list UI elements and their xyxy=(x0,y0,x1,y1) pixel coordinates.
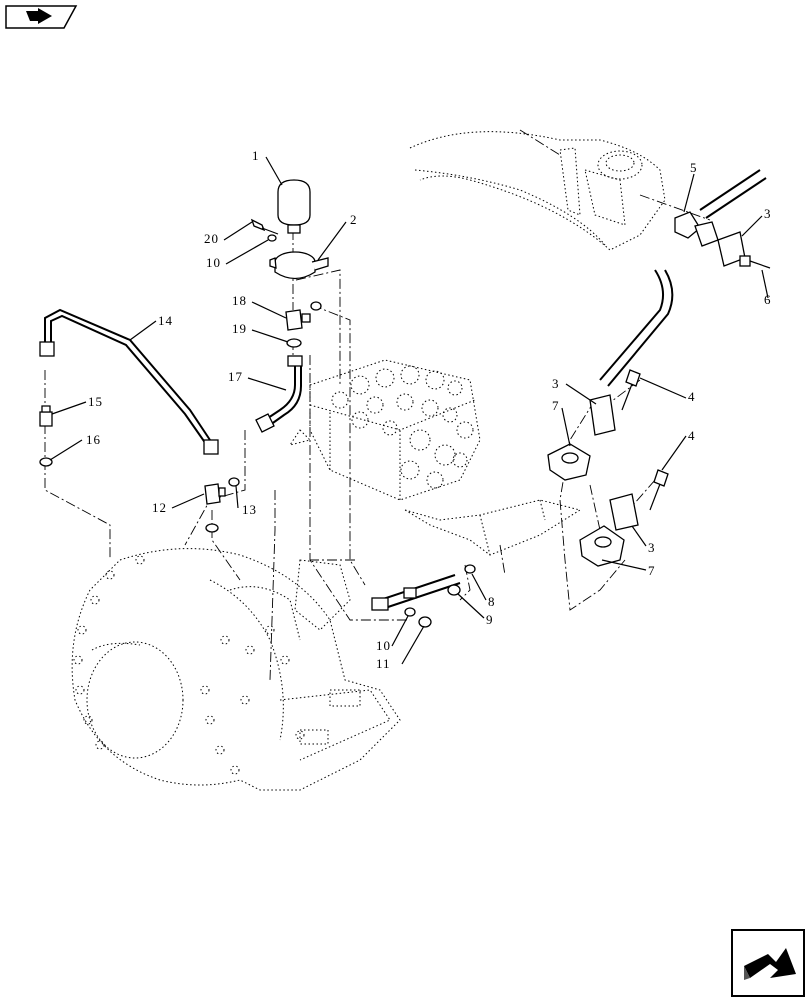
washer-10-upper[interactable] xyxy=(267,234,277,242)
callout-9: 9 xyxy=(486,612,494,627)
callout-17: 17 xyxy=(228,369,243,384)
bolt-4-lower[interactable] xyxy=(649,469,669,511)
o-ring-19[interactable] xyxy=(286,338,302,348)
elbow-fitting-12[interactable] xyxy=(204,483,226,533)
callout-6: 6 xyxy=(764,292,772,307)
callout-5: 5 xyxy=(690,160,698,175)
callout-16: 16 xyxy=(86,432,101,447)
callout-10: 10 xyxy=(376,638,391,653)
callout-10: 10 xyxy=(206,255,221,270)
control-valve-block xyxy=(288,359,481,501)
bolt-4-upper[interactable] xyxy=(621,369,641,411)
bolt-6[interactable] xyxy=(739,255,771,269)
nav-arrow-icon xyxy=(26,8,52,24)
callout-15: 15 xyxy=(88,394,103,409)
hose-clamp-5[interactable] xyxy=(674,211,719,247)
fitting-15[interactable] xyxy=(39,405,53,427)
tee-fitting-18[interactable] xyxy=(285,301,322,331)
callout-4: 4 xyxy=(688,389,696,404)
callout-12: 12 xyxy=(152,500,167,515)
next-page-arrow-icon xyxy=(744,948,796,980)
callout-3: 3 xyxy=(764,206,772,221)
callout-2: 2 xyxy=(350,212,358,227)
callout-18: 18 xyxy=(232,293,247,308)
hose-clamp-7-lower[interactable] xyxy=(579,525,625,567)
clamp-plate-3-middle[interactable] xyxy=(589,394,616,436)
nut-11[interactable] xyxy=(418,616,432,628)
callout-leaders xyxy=(49,156,769,665)
callout-3: 3 xyxy=(648,540,656,555)
accumulator-clamp[interactable] xyxy=(269,251,329,280)
accumulator[interactable] xyxy=(277,179,311,234)
hose-upper[interactable] xyxy=(699,169,767,219)
hydraulic-tube-14[interactable] xyxy=(39,308,219,455)
callout-1: 1 xyxy=(252,148,260,163)
valve-mounting-bracket xyxy=(404,499,582,556)
callout-7: 7 xyxy=(552,398,560,413)
hydraulic-tube-17[interactable] xyxy=(255,355,303,433)
clamp-plate-3-lower[interactable] xyxy=(609,493,639,531)
callout-11: 11 xyxy=(376,656,391,671)
washer-10-lower[interactable] xyxy=(404,607,416,617)
callout-4: 4 xyxy=(688,428,696,443)
hydraulic-hose[interactable] xyxy=(371,269,674,611)
axle-bolt-pattern xyxy=(73,555,305,775)
callout-labels: 1 2 20 10 18 19 17 14 15 16 12 13 5 3 6 … xyxy=(86,148,772,671)
chassis-arm-outline xyxy=(409,131,666,251)
hose-clamp-7-middle[interactable] xyxy=(547,443,591,481)
callout-19: 19 xyxy=(232,321,247,336)
callout-8: 8 xyxy=(488,594,496,609)
o-ring-16[interactable] xyxy=(39,457,53,467)
callout-20: 20 xyxy=(204,231,219,246)
nav-badge-top[interactable] xyxy=(4,4,78,30)
callout-3: 3 xyxy=(552,376,560,391)
callout-7: 7 xyxy=(648,563,656,578)
washer-8[interactable] xyxy=(464,564,476,574)
axle-housing-outline xyxy=(71,548,401,791)
nut-9[interactable] xyxy=(447,584,461,596)
callout-13: 13 xyxy=(242,502,257,517)
screw-20[interactable] xyxy=(250,218,279,235)
next-page-badge[interactable] xyxy=(730,928,806,998)
callout-14: 14 xyxy=(158,313,173,328)
o-ring-13[interactable] xyxy=(228,477,240,487)
